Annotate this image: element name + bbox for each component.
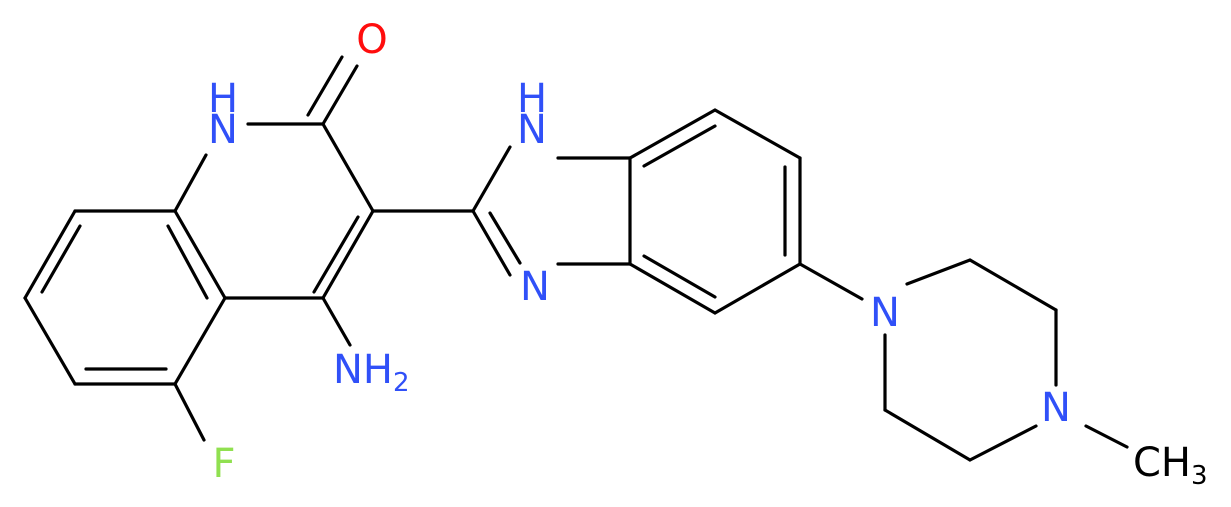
bond (488, 211, 522, 265)
bond (173, 296, 227, 386)
bond (642, 254, 717, 299)
bond (628, 108, 717, 160)
atom-label-piperazine-n4: N (1041, 385, 1071, 431)
bond (23, 296, 77, 386)
bond (166, 224, 209, 300)
bond (312, 215, 360, 294)
atom-label-benzimidazole-nh: N (517, 107, 547, 153)
bonds (23, 55, 1129, 462)
atom-label-f: F (212, 441, 235, 487)
bond (713, 262, 802, 315)
atom-label-benzimidazole-n: N (520, 264, 550, 310)
bond (471, 145, 512, 213)
amino-subscript: 2 (393, 368, 410, 398)
bond (173, 153, 208, 213)
atom-label-benzimidazole-h: H (517, 76, 547, 122)
atom-label-nh: N (208, 107, 238, 153)
bond (306, 55, 344, 117)
bond (321, 64, 359, 126)
atom-label-amino: NH2 (333, 347, 410, 398)
methyl-subscript: 3 (1191, 461, 1208, 491)
bond (713, 108, 802, 160)
bond (321, 122, 375, 213)
bond (628, 262, 717, 315)
bond (40, 224, 82, 294)
atom-label-nh-h: H (208, 76, 238, 122)
bond (798, 262, 864, 301)
bond (905, 258, 972, 286)
bond (968, 258, 1058, 312)
atom-label-o: O (356, 17, 387, 63)
amino-text: NH (333, 347, 393, 393)
bond (173, 382, 206, 442)
bond (471, 209, 512, 277)
bond (883, 408, 972, 462)
atom-label-methyl: CH3 (1133, 440, 1208, 491)
bond (173, 209, 227, 300)
bond (968, 424, 1038, 462)
methyl-text: CH (1133, 440, 1191, 486)
bond (642, 124, 717, 168)
bond (321, 209, 375, 300)
atom-label-piperazine-n1: N (870, 290, 900, 336)
atom-labels: H N O H N N NH2 F N N CH3 (208, 17, 1208, 491)
bond (321, 296, 352, 347)
bond (23, 209, 77, 300)
bond (1084, 424, 1129, 449)
